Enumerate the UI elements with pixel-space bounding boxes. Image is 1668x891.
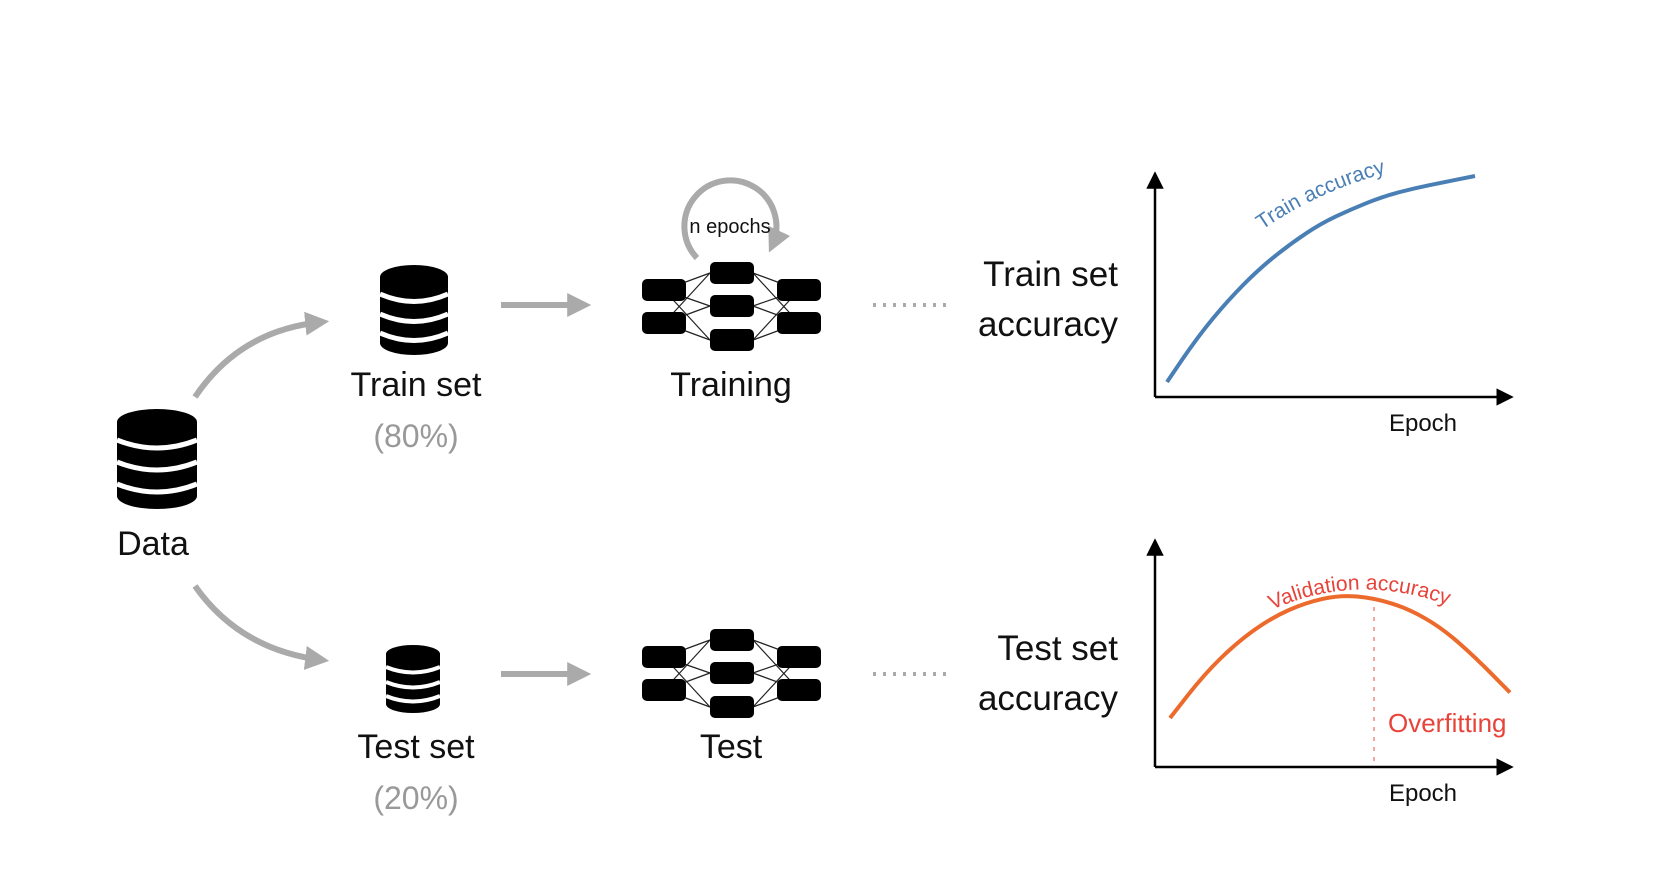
test-network-icon [642, 629, 821, 718]
test-label: Test [699, 728, 763, 766]
train-set-database-icon [378, 265, 450, 355]
test-set-accuracy-line2: accuracy [977, 679, 1118, 718]
training-label: Training [670, 366, 792, 404]
test-chart-x-axis-label: Epoch [1388, 780, 1458, 807]
train-set-percent: (80%) [373, 418, 459, 454]
train-set-accuracy-line1: Train set [983, 255, 1118, 294]
train-accuracy-line [1165, 174, 1476, 384]
train-set-accuracy-label: Train set accuracy [900, 250, 1118, 350]
test-set-label: Test set [357, 728, 475, 766]
n-epochs-label: n epochs [689, 216, 771, 238]
split-to-test-arrow [192, 584, 330, 670]
training-network-icon [642, 262, 821, 351]
train-chart-axes [1146, 171, 1514, 406]
overfitting-annotation: Overfitting [1388, 708, 1507, 738]
train-set-accuracy-line2: accuracy [977, 305, 1118, 344]
data-label: Data [117, 525, 189, 563]
split-to-train-arrow [192, 311, 330, 399]
data-database-icon [116, 409, 198, 509]
test-set-percent: (20%) [373, 780, 459, 816]
test-chart-axes [1146, 538, 1514, 776]
epochs-loop-arrow [681, 177, 790, 261]
train-chart-x-axis-label: Epoch [1388, 410, 1458, 437]
test-set-database-icon [385, 645, 441, 713]
test-set-accuracy-label: Test set accuracy [900, 624, 1118, 724]
train-accuracy-series-label: Train accuracy [1252, 156, 1388, 235]
validation-accuracy-line [1168, 594, 1512, 720]
train-set-label: Train set [350, 366, 482, 404]
test-set-accuracy-line1: Test set [997, 629, 1118, 668]
